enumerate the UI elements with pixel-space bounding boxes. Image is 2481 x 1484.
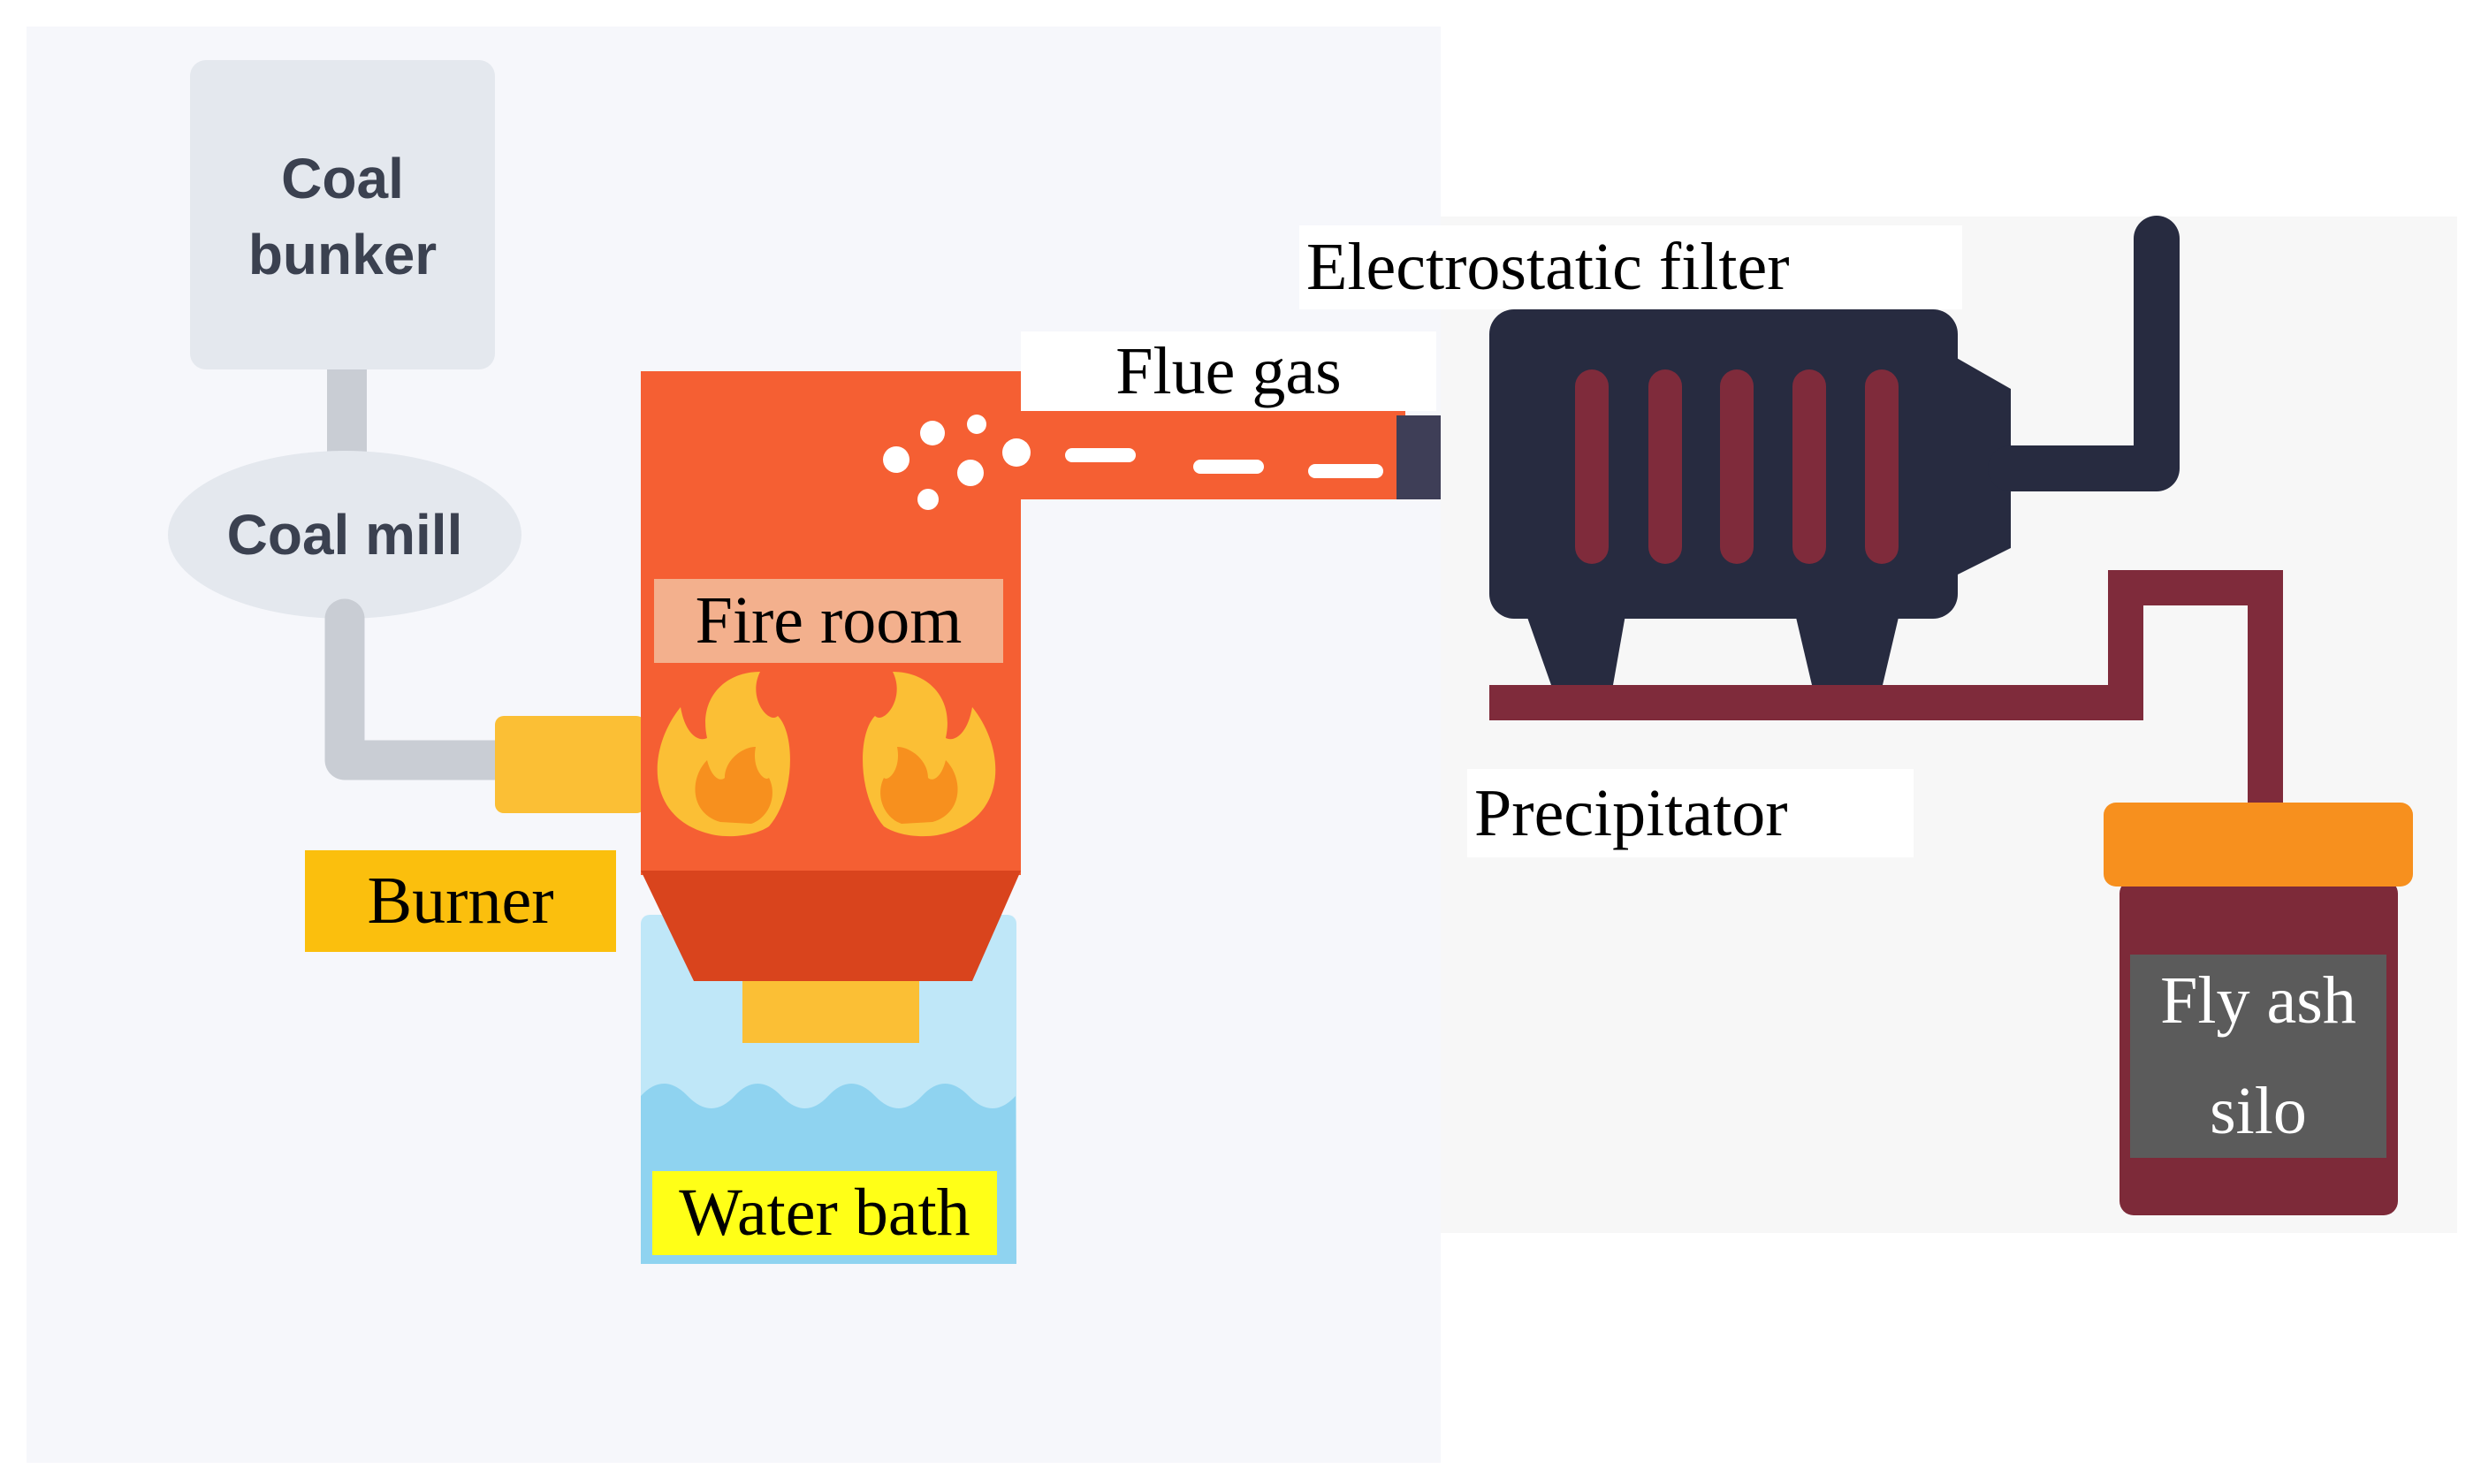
duct-flange [1397,415,1441,499]
burner [495,716,645,813]
electrostatic-filter-label: Electrostatic filter [1299,225,1962,309]
silo-cap [2104,803,2413,887]
bunker-mill-pipe [327,369,367,458]
fly-ash-silo-label-line2: silo [2210,1074,2307,1148]
smoke-puff-icon [883,415,1383,510]
flame-icon [657,672,790,837]
coal-bunker-label-line1: Coal [281,147,404,210]
filter-fins [1575,369,1899,564]
precipitator-label: Precipitator [1467,769,1914,857]
chimney-pipe-icon [1988,216,2180,491]
furnace-hopper [641,871,1021,981]
flue-gas-label: Flue gas [1021,331,1436,411]
filter-nozzle [1949,354,2011,579]
flame-icon [863,672,996,837]
water-bath-label: Water bath [652,1171,997,1255]
filter-leg [1794,610,1900,685]
coal-bunker-label-line2: bunker [247,223,438,286]
fly-ash-silo-label-line1: Fly ash [2160,963,2356,1038]
coal-mill [168,451,521,619]
filter-leg [1525,610,1626,685]
fly-ash-silo-label: Fly ash silo [2130,955,2386,1158]
mill-burner-pipe [324,598,524,780]
fire-room-label: Fire room [654,579,1003,663]
ash-transport-line [1489,570,2283,813]
coal-mill-label: Coal mill [226,503,463,567]
coal-bunker-label: Coal bunker [190,133,495,301]
coal-bunker [190,60,495,369]
burner-label: Burner [305,850,616,952]
